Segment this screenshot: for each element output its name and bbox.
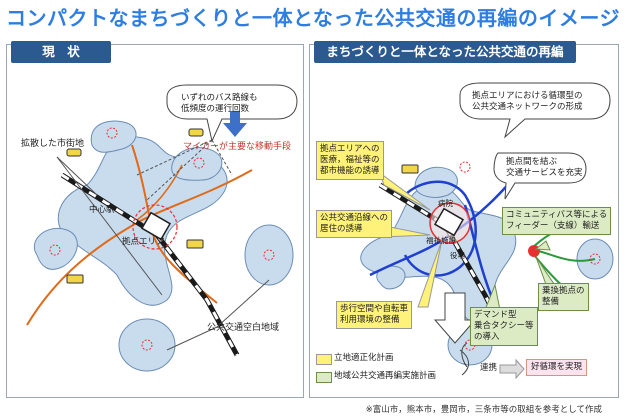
bus-route-3	[136, 164, 183, 221]
outlying-area-south	[118, 318, 176, 372]
station-icon-r	[433, 207, 465, 237]
local-center-4	[263, 249, 275, 261]
improvement-arrow-icon	[433, 292, 477, 344]
bus-icon-r1	[401, 164, 419, 174]
legend-green-swatch	[316, 372, 332, 383]
urban-area-north	[90, 120, 137, 153]
down-arrow-icon	[223, 111, 247, 137]
demand-line3: の導入	[474, 332, 500, 342]
bus-icon-2	[186, 239, 204, 249]
map-label-hospital: 病院	[438, 199, 453, 208]
hub-functions-box: 拠点エリアへの 医療，福祉等の 都市機能の誘導	[316, 141, 384, 180]
car-dependency-label: マイカーが主要な移動手段	[183, 142, 292, 152]
hub-functions-line3: 都市機能の誘導	[320, 166, 380, 176]
loop-line1: 拠点エリアにおける循環型の	[472, 91, 583, 101]
bus-frequency-line2: 低頻度の運行回数	[181, 104, 250, 114]
bus-icon	[66, 274, 84, 284]
loop-line2: 公共交通ネットワークの形成	[472, 102, 583, 112]
transfer-hub-box: 乗換拠点の 整備	[538, 283, 589, 311]
demand-line1: デマンド型	[474, 310, 517, 320]
outlying-area-east	[244, 224, 294, 286]
car-icon	[66, 148, 82, 157]
footnote: ※富山市，熊本市，豊岡市，三条市等の取組を参考として作成	[365, 405, 602, 415]
legend-green-label: 地域公共交通再編実施計画	[334, 371, 437, 381]
local-center-3	[49, 244, 61, 256]
demand-taxi-box: デマンド型 乗合タクシー等 の導入	[470, 307, 538, 346]
link-arrows-icon	[459, 342, 469, 376]
residence-line2: 居住の誘導	[320, 224, 363, 234]
rail-line	[61, 173, 239, 356]
local-center-1	[106, 127, 118, 139]
loop-bubble	[459, 82, 611, 139]
car-icon-2	[188, 128, 204, 137]
local-center-5	[141, 339, 153, 351]
map-label-office: 役場	[450, 251, 465, 260]
demand-line2: 乗合タクシー等	[474, 321, 534, 331]
community-bus-box: コミュニティバス等による フィーダー（支線）輸送	[502, 207, 612, 235]
result-arrow-icon	[499, 358, 525, 380]
walk-line2: 利用環境の整備	[340, 315, 400, 325]
urban-area-east	[171, 147, 223, 181]
legend-link-label: 連携	[480, 363, 498, 373]
residence-box: 公共交通沿線への 居住の誘導	[316, 210, 393, 238]
result-box: 好循環を実現	[526, 359, 588, 376]
urban-area-west	[33, 228, 78, 270]
central-station-icon	[140, 211, 172, 241]
current-state-header: 現 状	[11, 41, 111, 63]
feeder-line-1	[534, 249, 596, 262]
transfer-line2: 整備	[542, 297, 560, 307]
local-center-2	[193, 157, 205, 169]
map-label-welfare: 福祉施設	[426, 236, 456, 245]
page-title: コンパクトなまちづくりと一体となった公共交通の再編のイメージ	[6, 6, 620, 30]
restructuring-header: まちづくりと一体となった公共交通の再編	[314, 41, 576, 63]
rail-line-r	[379, 183, 512, 346]
transfer-line1: 乗換拠点の	[542, 286, 585, 296]
bus-frequency-line1: いずれのバス路線も	[181, 93, 258, 103]
hub-functions-line1: 拠点エリアへの	[320, 144, 380, 154]
restructuring-map	[360, 82, 614, 380]
legend-yellow-label: 立地適正化計画	[334, 353, 394, 363]
bus-route-1	[26, 169, 253, 326]
current-state-panel: 現 状	[6, 41, 304, 398]
restructuring-panel: まちづくりと一体となった公共交通の再編	[309, 41, 619, 398]
legend-yellow-swatch	[316, 354, 332, 365]
hubs-conn-line2: 交通サービスを充実	[506, 168, 583, 178]
current-state-map	[26, 84, 298, 372]
walking-env-box: 歩行空間や自転車 利用環境の整備	[336, 301, 413, 329]
hub-functions-line2: 医療，福祉等の	[320, 155, 380, 165]
community-line2: フィーダー（支線）輸送	[506, 221, 600, 231]
community-line1: コミュニティバス等による	[506, 210, 608, 220]
hubs-conn-line1: 拠点間を結ぶ	[506, 157, 558, 167]
hubs-conn-bubble	[493, 152, 587, 200]
residence-line1: 公共交通沿線への	[320, 213, 389, 223]
sprawl-label: 拡散した市街地	[21, 139, 85, 149]
hub-area-circle	[132, 204, 178, 250]
blank-area-label: 公共交通空白地域	[207, 323, 280, 333]
central-station-label: 中心駅	[89, 205, 115, 215]
hub-area-label: 拠点エリア	[122, 237, 165, 247]
walk-line1: 歩行空間や自転車	[340, 304, 409, 314]
